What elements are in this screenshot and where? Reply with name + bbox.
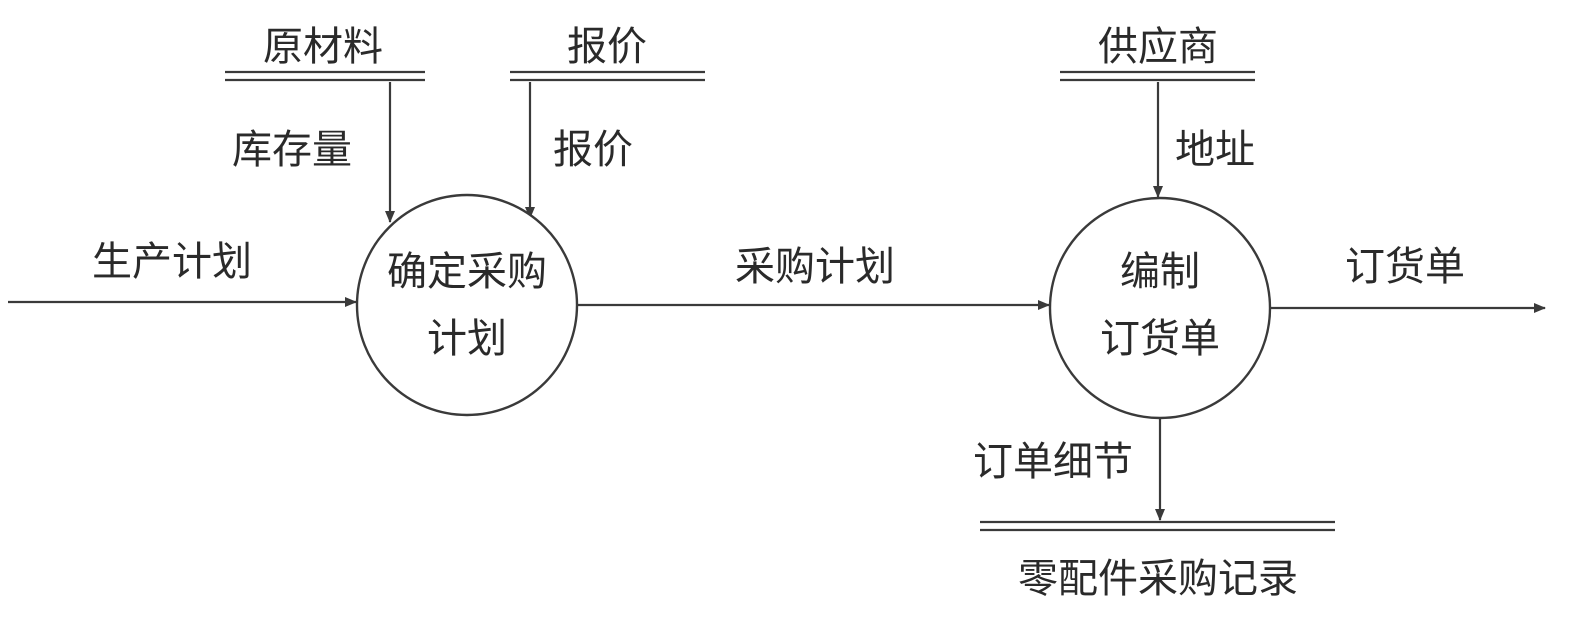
store-label: 供应商 bbox=[1098, 24, 1218, 70]
flow-label: 库存量 bbox=[232, 127, 352, 173]
flow-order-details: 订单细节 bbox=[973, 418, 1165, 521]
process-label: 编制 bbox=[1120, 249, 1200, 295]
store-label: 报价 bbox=[567, 24, 647, 70]
flow-label: 地址 bbox=[1175, 127, 1255, 173]
flow-label: 订单细节 bbox=[973, 439, 1133, 485]
flow-label: 报价 bbox=[553, 127, 633, 173]
flow-address: 地址 bbox=[1153, 82, 1255, 198]
process-compile-order-form: 编制 订货单 bbox=[1048, 196, 1272, 420]
data-store-suppliers: 供应商 bbox=[1060, 24, 1255, 82]
flow-purchase-plan: 采购计划 bbox=[578, 244, 1050, 310]
flow-label: 采购计划 bbox=[735, 244, 895, 290]
data-store-quotes: 报价 bbox=[510, 24, 705, 82]
process-label: 确定采购 bbox=[387, 249, 547, 295]
flow-quote: 报价 bbox=[525, 82, 633, 219]
store-label: 原材料 bbox=[263, 24, 383, 70]
process-label: 订货单 bbox=[1100, 316, 1220, 362]
store-label: 零配件采购记录 bbox=[1018, 556, 1298, 602]
flow-production-plan: 生产计划 bbox=[8, 239, 357, 307]
flow-order-form: 订货单 bbox=[1270, 244, 1546, 313]
flow-label: 订货单 bbox=[1345, 244, 1465, 290]
data-store-parts-purchase-records: 零配件采购记录 bbox=[980, 520, 1335, 602]
flow-label: 生产计划 bbox=[92, 239, 252, 285]
flow-inventory: 库存量 bbox=[232, 82, 395, 223]
process-determine-purchase-plan: 确定采购 计划 bbox=[355, 193, 579, 417]
process-label: 计划 bbox=[427, 316, 507, 362]
data-store-raw-materials: 原材料 bbox=[225, 24, 425, 82]
